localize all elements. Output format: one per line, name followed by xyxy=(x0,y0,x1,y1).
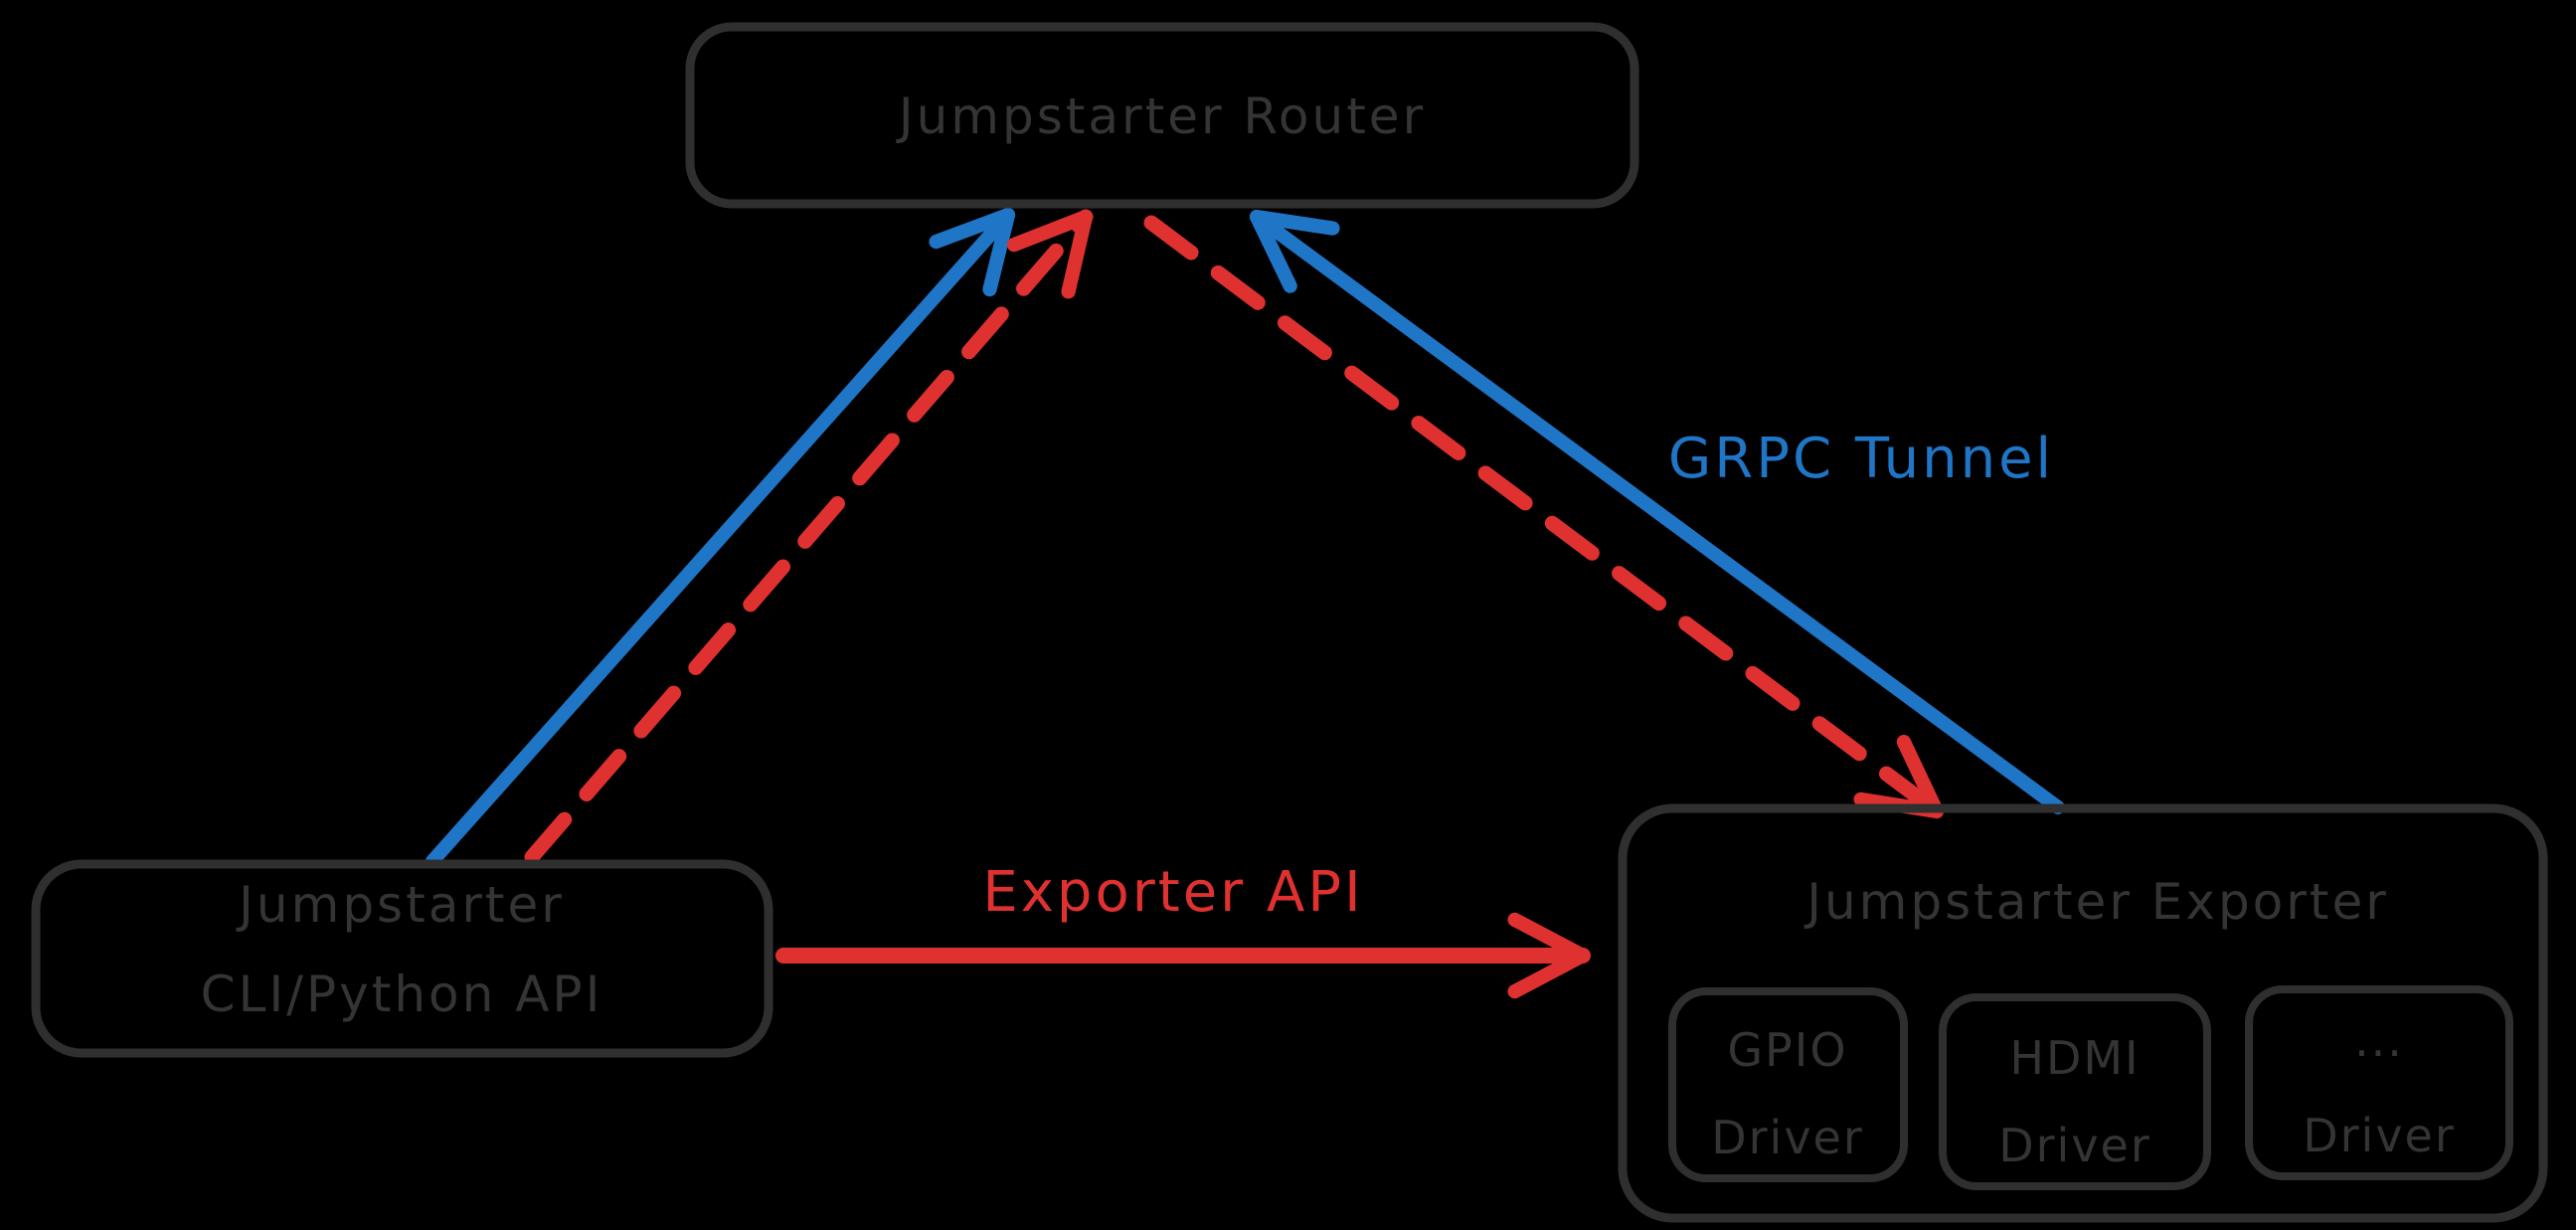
gpio-driver-box xyxy=(1668,987,1908,1182)
router-label: Jumpstarter Router xyxy=(896,88,1426,145)
other-driver-box xyxy=(2245,985,2513,1180)
router-box xyxy=(685,22,1639,209)
exporter-box xyxy=(1618,803,2548,1223)
client-label-line1: Jumpstarter xyxy=(236,876,565,934)
gpio-driver-node: GPIO Driver xyxy=(1668,987,1908,1182)
hdmi-driver-box xyxy=(1939,993,2211,1190)
exporter-label: Jumpstarter Exporter xyxy=(1803,873,2389,931)
grpc-tunnel-arrow-exporter-to-router xyxy=(1249,209,2065,814)
hdmi-driver-label-line2: Driver xyxy=(1998,1119,2151,1172)
router-node: Jumpstarter Router xyxy=(685,22,1639,209)
other-driver-node: ... Driver xyxy=(2245,985,2513,1180)
exporter-api-dashed-arrow-client-to-router xyxy=(524,209,1094,865)
gpio-driver-label-line1: GPIO xyxy=(1727,1023,1847,1077)
other-driver-label-line1: ... xyxy=(2354,1013,2404,1067)
client-box xyxy=(31,859,773,1058)
gpio-driver-label-line2: Driver xyxy=(1711,1111,1864,1164)
hdmi-driver-label-line1: HDMI xyxy=(2009,1031,2140,1085)
exporter-node: Jumpstarter Exporter GPIO Driver HDMI Dr… xyxy=(1618,803,2548,1223)
client-label-line2: CLI/Python API xyxy=(201,966,603,1023)
hdmi-driver-node: HDMI Driver xyxy=(1939,993,2211,1190)
grpc-tunnel-arrow-client-to-router xyxy=(426,207,1016,868)
client-node: Jumpstarter CLI/Python API xyxy=(31,859,773,1058)
exporter-api-dashed-arrow-router-to-exporter xyxy=(1143,215,1945,819)
grpc-tunnel-label: GRPC Tunnel xyxy=(1668,427,2054,491)
other-driver-label-line2: Driver xyxy=(2303,1109,2456,1162)
exporter-api-label: Exporter API xyxy=(982,860,1363,925)
